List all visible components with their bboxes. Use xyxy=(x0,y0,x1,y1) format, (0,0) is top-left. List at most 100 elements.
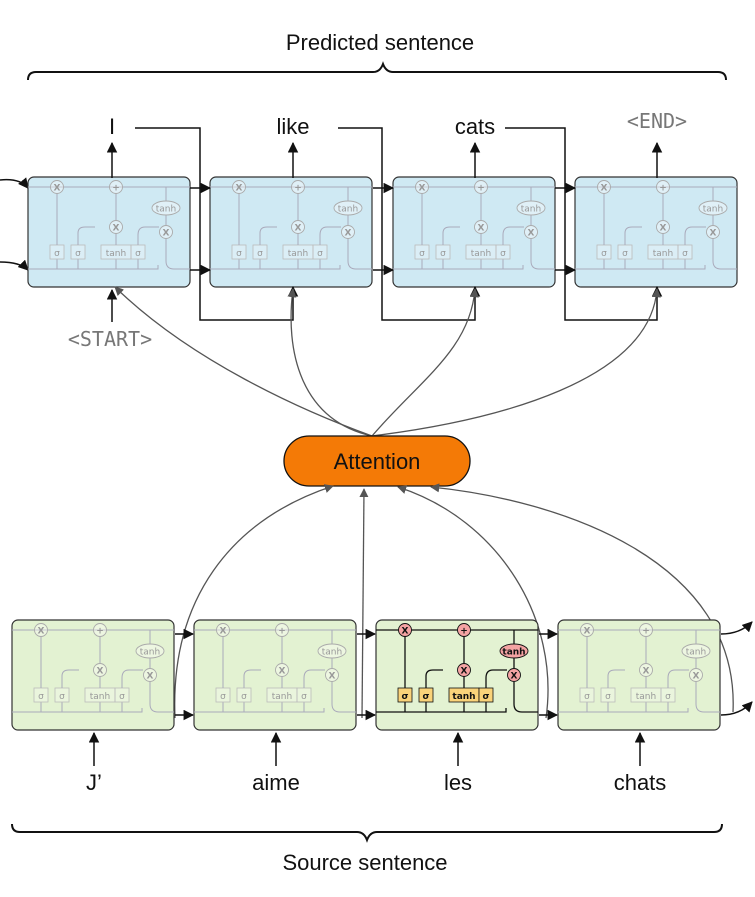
svg-text:σ: σ xyxy=(500,249,506,259)
svg-text:tanh: tanh xyxy=(653,249,673,259)
svg-text:+: + xyxy=(477,184,485,194)
svg-text:σ: σ xyxy=(301,692,307,702)
encoder-state-connectors xyxy=(175,621,753,721)
svg-text:X: X xyxy=(113,224,120,234)
svg-text:X: X xyxy=(419,184,426,194)
decoder-input-arrow-top xyxy=(0,177,29,189)
svg-text:σ: σ xyxy=(236,249,242,259)
svg-text:X: X xyxy=(693,672,700,682)
svg-text:+: + xyxy=(294,184,302,194)
feedback-line-3 xyxy=(505,127,663,321)
svg-text:σ: σ xyxy=(584,692,590,702)
svg-text:σ: σ xyxy=(601,249,607,259)
svg-text:tanh: tanh xyxy=(636,692,656,702)
input-word-1: J’ xyxy=(86,770,102,795)
svg-text:σ: σ xyxy=(135,249,141,259)
output-word-3: cats xyxy=(455,114,495,139)
svg-text:tanh: tanh xyxy=(452,692,475,702)
svg-text:tanh: tanh xyxy=(90,692,110,702)
svg-text:tanh: tanh xyxy=(272,692,292,702)
svg-text:tanh: tanh xyxy=(703,205,723,215)
svg-text:σ: σ xyxy=(440,249,446,259)
svg-text:+: + xyxy=(96,627,104,637)
svg-text:+: + xyxy=(642,627,650,637)
svg-text:+: + xyxy=(460,627,468,637)
svg-text:tanh: tanh xyxy=(106,249,126,259)
input-word-2: aime xyxy=(252,770,300,795)
attention-label: Attention xyxy=(334,449,421,474)
start-token: <START> xyxy=(68,327,152,351)
attention-box xyxy=(283,435,471,487)
input-word-4: chats xyxy=(614,770,667,795)
attention-to-decoder-curves xyxy=(114,286,661,437)
svg-text:+: + xyxy=(659,184,667,194)
svg-text:X: X xyxy=(643,667,650,677)
svg-text:σ: σ xyxy=(59,692,65,702)
svg-text:X: X xyxy=(54,184,61,194)
svg-text:σ: σ xyxy=(257,249,263,259)
svg-text:tanh: tanh xyxy=(140,648,160,658)
source-brace xyxy=(11,823,723,843)
svg-text:X: X xyxy=(584,627,591,637)
svg-text:X: X xyxy=(402,627,409,637)
source-sentence-title: Source sentence xyxy=(282,850,447,875)
svg-text:σ: σ xyxy=(682,249,688,259)
svg-text:σ: σ xyxy=(401,692,408,702)
feedback-line-1 xyxy=(135,127,299,321)
svg-text:σ: σ xyxy=(54,249,60,259)
svg-text:X: X xyxy=(163,229,170,239)
svg-text:X: X xyxy=(461,667,468,677)
svg-text:+: + xyxy=(112,184,120,194)
svg-text:σ: σ xyxy=(317,249,323,259)
svg-text:X: X xyxy=(601,184,608,194)
svg-text:σ: σ xyxy=(241,692,247,702)
svg-text:X: X xyxy=(38,627,45,637)
svg-text:X: X xyxy=(345,229,352,239)
svg-text:X: X xyxy=(478,224,485,234)
svg-text:σ: σ xyxy=(220,692,226,702)
svg-text:X: X xyxy=(329,672,336,682)
svg-text:σ: σ xyxy=(38,692,44,702)
svg-text:tanh: tanh xyxy=(502,648,525,658)
predicted-brace xyxy=(27,61,727,81)
svg-text:X: X xyxy=(528,229,535,239)
svg-text:σ: σ xyxy=(605,692,611,702)
svg-text:X: X xyxy=(295,224,302,234)
output-word-2: like xyxy=(276,114,309,139)
svg-text:tanh: tanh xyxy=(521,205,541,215)
svg-text:tanh: tanh xyxy=(471,249,491,259)
svg-text:σ: σ xyxy=(75,249,81,259)
svg-text:σ: σ xyxy=(482,692,489,702)
decoder-state-connectors xyxy=(190,182,577,276)
svg-text:σ: σ xyxy=(622,249,628,259)
feedback-line-2 xyxy=(338,127,481,321)
svg-text:tanh: tanh xyxy=(322,648,342,658)
input-word-3: les xyxy=(444,770,472,795)
svg-text:X: X xyxy=(220,627,227,637)
svg-text:tanh: tanh xyxy=(288,249,308,259)
svg-text:tanh: tanh xyxy=(338,205,358,215)
encoder-to-attention-curves xyxy=(174,483,734,719)
svg-text:tanh: tanh xyxy=(686,648,706,658)
svg-text:X: X xyxy=(236,184,243,194)
svg-text:σ: σ xyxy=(422,692,429,702)
svg-text:X: X xyxy=(147,672,154,682)
output-word-4: <END> xyxy=(627,109,687,133)
svg-text:σ: σ xyxy=(419,249,425,259)
predicted-sentence-title: Predicted sentence xyxy=(286,30,474,55)
svg-text:X: X xyxy=(710,229,717,239)
decoder-input-arrow-bottom xyxy=(0,259,29,271)
svg-text:X: X xyxy=(511,672,518,682)
svg-text:X: X xyxy=(279,667,286,677)
svg-text:σ: σ xyxy=(119,692,125,702)
output-word-1: I xyxy=(109,114,115,139)
svg-text:X: X xyxy=(97,667,104,677)
svg-text:X: X xyxy=(660,224,667,234)
